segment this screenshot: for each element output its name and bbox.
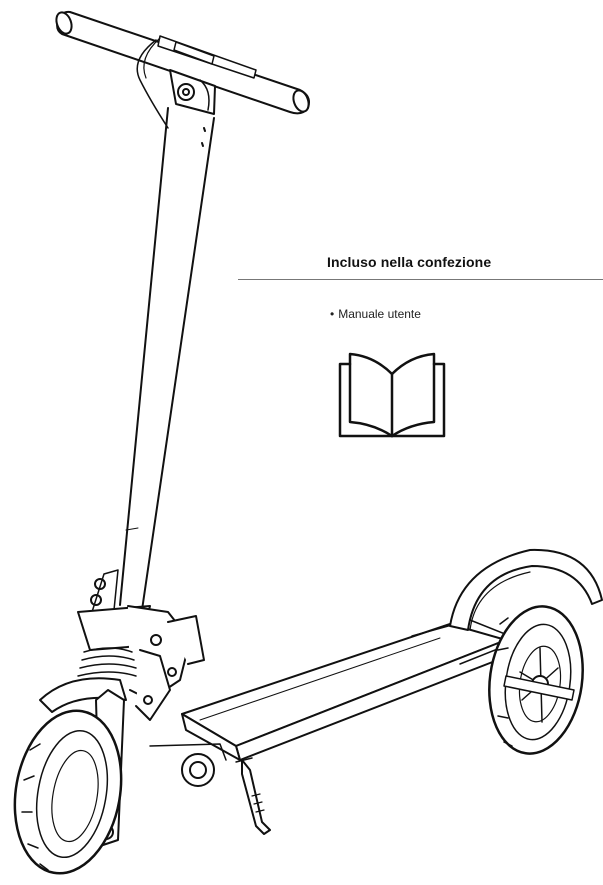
rear-wheel bbox=[488, 605, 584, 755]
list-bullet: • bbox=[330, 307, 335, 321]
rear-fender bbox=[449, 548, 603, 631]
list-item-manual: •Manuale utente bbox=[330, 307, 421, 321]
deck bbox=[181, 619, 521, 761]
deck-roller bbox=[149, 743, 227, 787]
folding-mechanism bbox=[77, 605, 205, 721]
stem bbox=[90, 107, 215, 613]
section-title: Incluso nella confezione bbox=[327, 254, 492, 270]
handlebar bbox=[55, 10, 310, 129]
kickstand bbox=[235, 757, 271, 835]
list-item-label: Manuale utente bbox=[338, 307, 421, 321]
front-wheel bbox=[13, 709, 123, 875]
book-icon bbox=[338, 352, 446, 438]
section-divider bbox=[238, 279, 603, 280]
